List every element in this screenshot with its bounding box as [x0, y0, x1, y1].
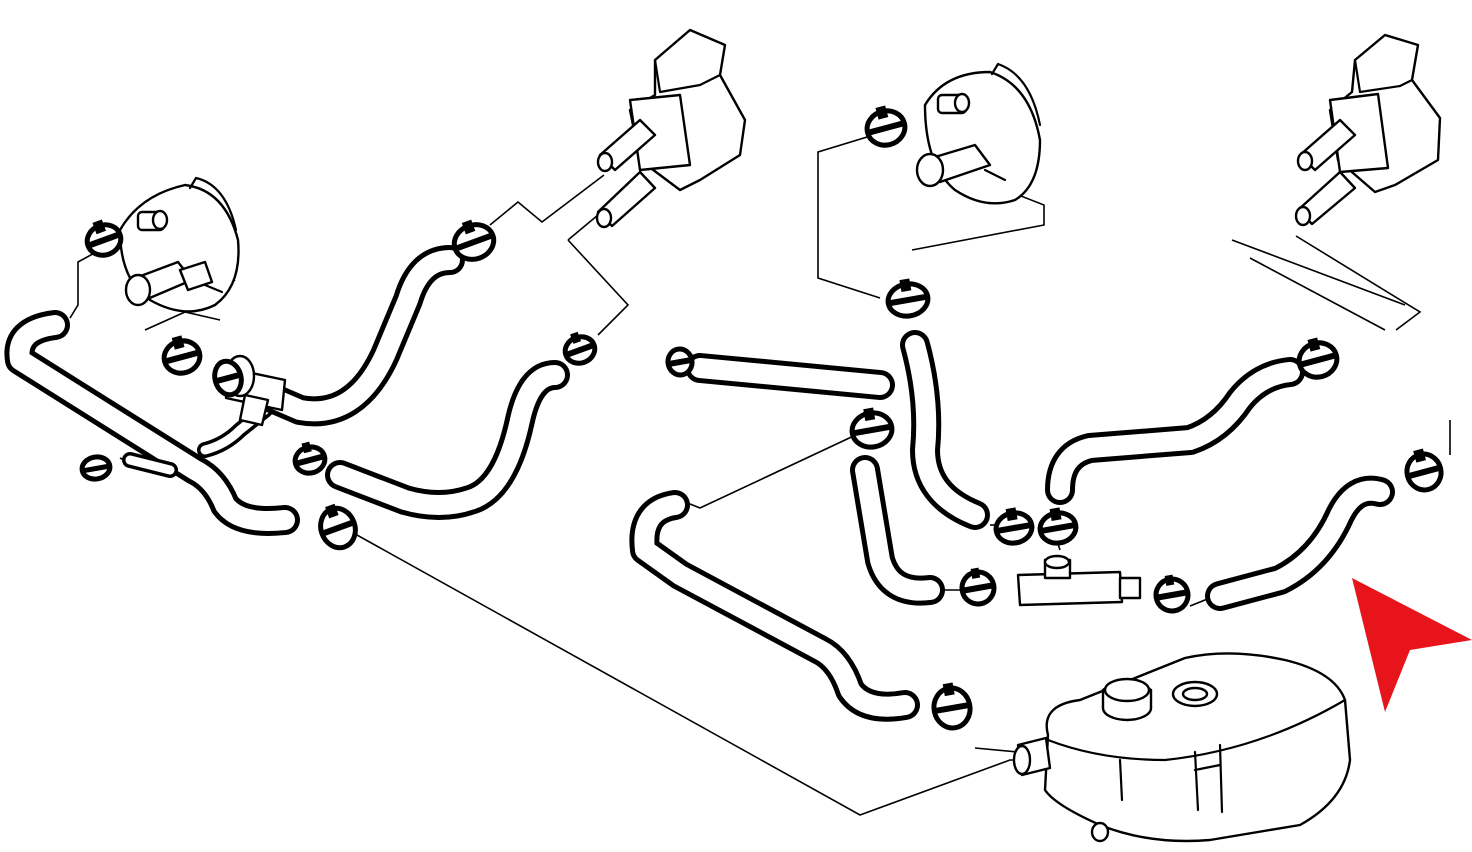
- direction-arrow: [1352, 578, 1472, 712]
- heater-valve-right: [1294, 33, 1442, 227]
- clamp: [1153, 574, 1191, 614]
- clamp: [931, 682, 973, 731]
- clamp: [451, 219, 497, 262]
- clamp: [84, 219, 124, 258]
- leader-lines: [69, 129, 1451, 816]
- clamp: [849, 407, 895, 450]
- heater-valve-left: [595, 28, 747, 229]
- hoses: [4, 245, 1395, 722]
- clamp: [292, 441, 328, 476]
- clamp: [885, 278, 931, 319]
- clamp: [665, 346, 695, 378]
- clamp: [1296, 337, 1340, 380]
- clamp: [318, 503, 358, 551]
- clamp: [1404, 448, 1444, 493]
- clamp: [562, 331, 598, 366]
- clamp: [864, 105, 908, 148]
- clamp: [212, 358, 244, 398]
- clamp: [993, 507, 1035, 546]
- hose-clamps: [79, 105, 1444, 731]
- engine-outlet-left: [118, 176, 240, 313]
- clamp: [79, 454, 113, 482]
- clamp: [161, 335, 203, 376]
- clamp: [1037, 507, 1079, 546]
- clamp: [959, 567, 997, 607]
- engine-outlet-right: [915, 62, 1042, 205]
- expansion-tank: [1012, 652, 1352, 843]
